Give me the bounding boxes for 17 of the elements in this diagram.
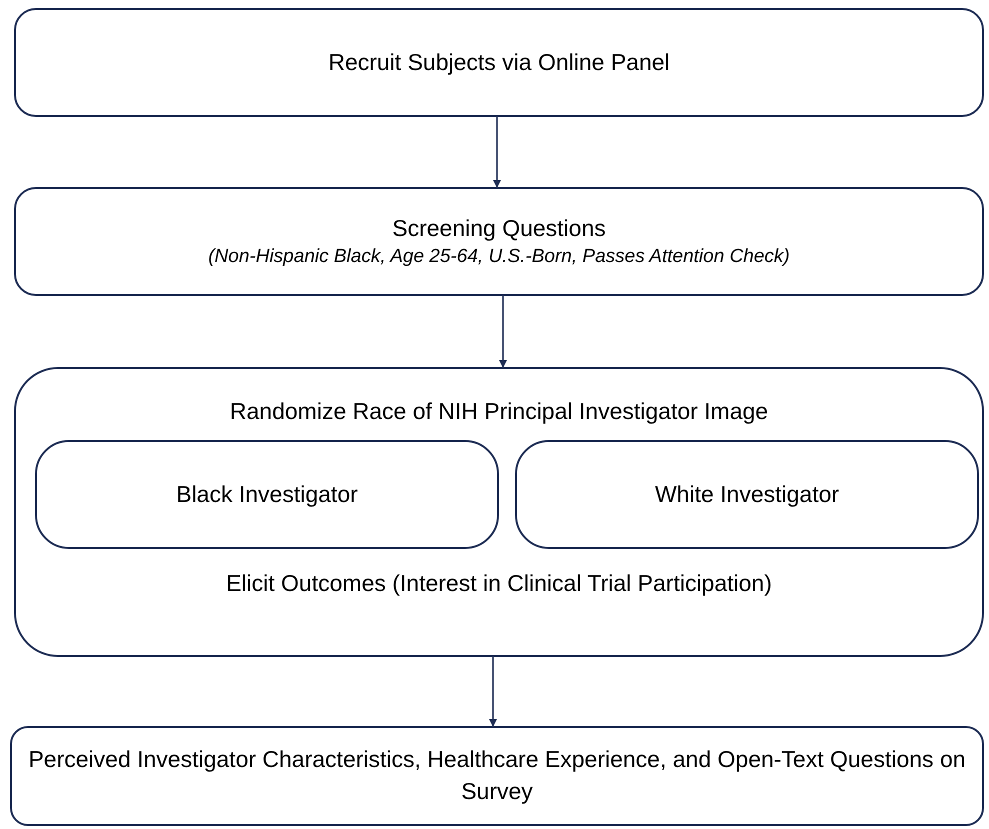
process-box xyxy=(14,8,984,117)
arrow xyxy=(499,296,507,368)
arrow xyxy=(493,117,501,188)
box-text: White Investigator xyxy=(654,480,840,509)
box-text: Recruit Subjects via Online Panel xyxy=(328,48,670,77)
process-box xyxy=(14,187,984,296)
arrow xyxy=(489,657,497,727)
box-text: Black Investigator xyxy=(176,480,358,509)
process-box xyxy=(35,440,499,549)
box-text: Perceived Investigator Characteristics, Healthcare Experience, and Open-Text Questions on Survey xyxy=(28,745,966,806)
process-box xyxy=(515,440,979,549)
box-text: (Non-Hispanic Black, Age 25-64, U.S.-Born, Passes Attention Check) xyxy=(208,245,790,270)
process-box xyxy=(10,726,984,826)
process-box xyxy=(14,367,984,657)
box-text: Elicit Outcomes (Interest in Clinical Trial Participation) xyxy=(225,569,773,598)
box-text: Screening Questions xyxy=(392,214,606,243)
box-text: Randomize Race of NIH Principal Investigator Image xyxy=(228,397,770,426)
